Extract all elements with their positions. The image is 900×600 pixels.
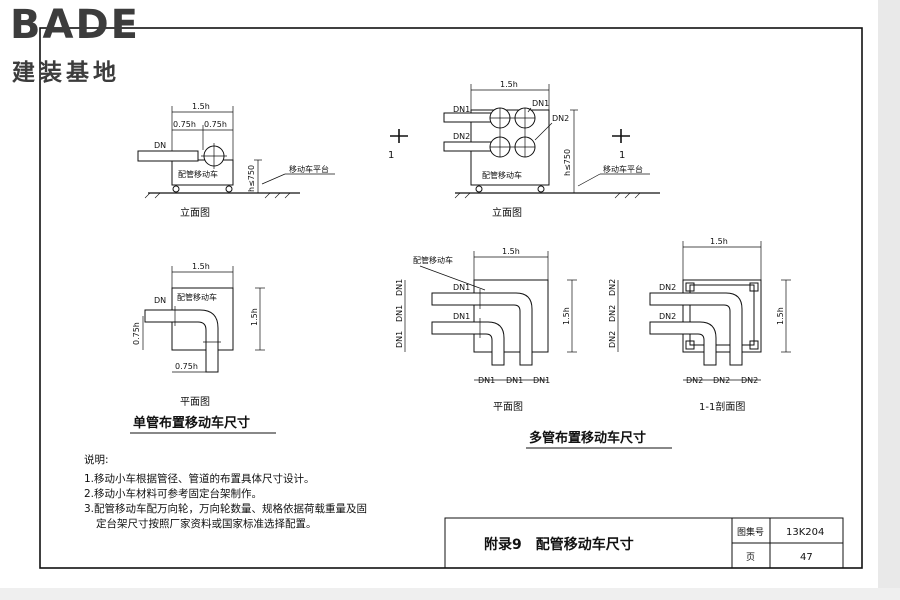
dn1-label: DN1	[532, 99, 549, 108]
plan-caption-multi: 平面图	[493, 401, 523, 413]
note-2: 2.移动小车材料可参考固定台架制作。	[84, 487, 262, 500]
elevation-caption-multi: 立面图	[492, 206, 522, 219]
dim-h-750: h≤750	[247, 165, 256, 192]
dim-dn1: DN1	[506, 376, 523, 385]
dn-label: DN	[154, 296, 166, 305]
title-block: 附录9 配管移动车尺寸 图集号 13K204 页 47	[444, 517, 844, 569]
page-label: 页	[746, 552, 755, 563]
wheel	[475, 185, 483, 193]
logo-brand: BADE	[10, 2, 140, 48]
title-block-title: 附录9 配管移动车尺寸	[484, 536, 634, 553]
notes-block: 说明: 1.移动小车根据管径、管道的布置具体尺寸设计。 2.移动小车材料可参考固…	[84, 453, 367, 530]
cart-label: 配管移动车	[178, 169, 218, 179]
section-mark-right: 1	[619, 150, 625, 161]
logo-subtitle: 建装基地	[12, 60, 120, 86]
dn2-label: DN2	[659, 283, 676, 292]
dn-label: DN	[154, 141, 166, 150]
dn1-label: DN1	[453, 105, 470, 114]
dn2-label: DN2	[453, 132, 470, 141]
dim-0-75h-bottom: 0.75h	[175, 362, 198, 371]
dim-0-75h-left: 0.75h	[173, 120, 196, 129]
page-value: 47	[800, 552, 813, 563]
elevation-caption-single: 立面图	[180, 206, 210, 219]
dim-dn2: DN2	[686, 376, 703, 385]
section-mark-left: 1	[388, 150, 394, 161]
dim-dn2: DN2	[741, 376, 758, 385]
dim-dn1: DN1	[395, 279, 404, 296]
note-3-continued: 定台架尺寸按照厂家资料或国家标准选择配置。	[96, 517, 317, 530]
dim-1-5h: 1.5h	[192, 262, 210, 271]
section-caption: 1-1剖面图	[699, 400, 745, 413]
dn2-label: DN2	[659, 312, 676, 321]
single-layout-caption: 单管布置移动车尺寸	[133, 415, 250, 431]
wheel	[537, 185, 545, 193]
dim-dn1: DN1	[395, 331, 404, 348]
dim-0-75h-vertical: 0.75h	[132, 322, 141, 345]
dn2-label: DN2	[552, 114, 569, 123]
dim-dn2: DN2	[608, 279, 617, 296]
notes-heading: 说明:	[84, 453, 109, 466]
cart-label: 配管移动车	[482, 170, 522, 180]
dim-dn1: DN1	[478, 376, 495, 385]
platform-label: 移动车平台	[603, 164, 643, 174]
dim-1-5h-vertical: 1.5h	[776, 307, 785, 325]
bade-logo: BADE 建装基地	[10, 2, 140, 86]
atlas-value: 13K204	[786, 527, 824, 538]
section-1-1-view: 1.5h DN2 DN2 DN2 DN2 DN2 1.5h DN2 DN2 DN…	[608, 237, 791, 413]
dn1-label: DN1	[453, 312, 470, 321]
single-plan-view: 1.5h 配管移动车 DN 1.5h 0.75h 0.75h 平面图	[132, 262, 265, 408]
dim-0-75h-right: 0.75h	[204, 120, 227, 129]
cart-label: 配管移动车	[177, 292, 217, 302]
dim-dn1: DN1	[395, 305, 404, 322]
cart-label: 配管移动车	[413, 255, 453, 265]
dim-dn2: DN2	[608, 305, 617, 322]
dn1-label: DN1	[453, 283, 470, 292]
note-1: 1.移动小车根据管径、管道的布置具体尺寸设计。	[84, 472, 315, 485]
platform-label: 移动车平台	[289, 164, 329, 174]
atlas-label: 图集号	[737, 526, 764, 538]
dim-1-5h: 1.5h	[500, 80, 518, 89]
paper-bottom-shadow	[0, 588, 900, 600]
multi-layout-caption: 多管布置移动车尺寸	[529, 430, 646, 446]
wheel	[225, 185, 233, 193]
dim-1-5h: 1.5h	[192, 102, 210, 111]
multi-elevation-view: 1.5h 配管移动车 DN1 DN2 DN1 DN2 h≤750 移动车平台 立…	[388, 80, 660, 219]
dim-dn2: DN2	[713, 376, 730, 385]
dim-1-5h-vertical: 1.5h	[562, 307, 571, 325]
dim-dn2: DN2	[608, 331, 617, 348]
wheel	[172, 185, 180, 193]
single-elevation-view: 1.5h 0.75h 0.75h 配管移动车 DN h≤750 移动车平台 立面…	[137, 102, 335, 219]
note-3: 3.配管移动车配万向轮，万向轮数量、规格依据荷载重量及固	[84, 502, 367, 515]
dim-1-5h: 1.5h	[502, 247, 520, 256]
multi-plan-view: 1.5h 配管移动车 DN1 DN1 DN1 DN1 DN1 1.5h DN1 …	[395, 247, 577, 413]
dim-1-5h-vertical: 1.5h	[250, 308, 259, 326]
paper-edge-shadow	[878, 0, 900, 600]
dim-1-5h: 1.5h	[710, 237, 728, 246]
dim-h-750: h≤750	[563, 149, 572, 176]
plan-caption-single: 平面图	[180, 396, 210, 408]
dim-dn1: DN1	[533, 376, 550, 385]
